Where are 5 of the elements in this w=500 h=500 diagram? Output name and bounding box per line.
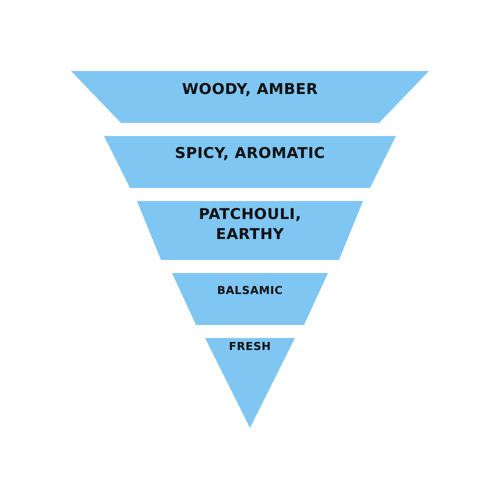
- band-label: PATCHOULI, EARTHY: [198, 205, 302, 244]
- band-label: BALSAMIC: [217, 284, 283, 298]
- band-label: WOODY, AMBER: [182, 80, 318, 100]
- band-label: SPICY, AROMATIC: [174, 144, 326, 164]
- band-label: FRESH: [228, 340, 272, 354]
